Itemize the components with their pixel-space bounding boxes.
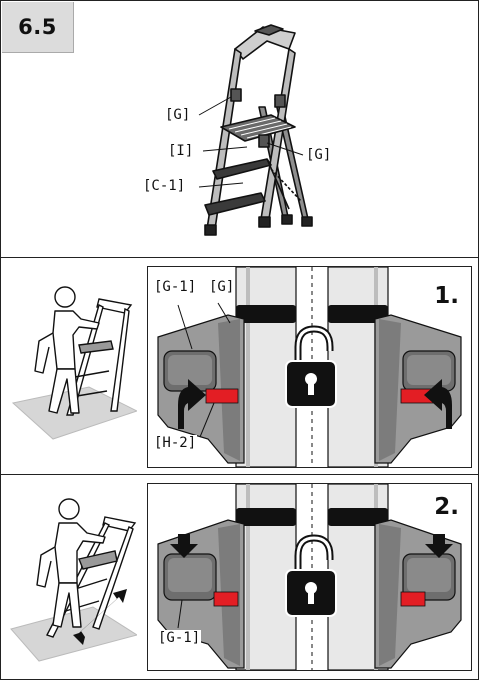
hinge-detail-illustration-1	[157, 267, 462, 467]
step-2-detail-panel: [G-1] 2.	[147, 483, 472, 671]
label-g-top: [G]	[164, 107, 192, 123]
open-padlock-icon	[285, 325, 337, 408]
curved-arrow-up-icon	[424, 379, 452, 429]
step-2-number: 2.	[434, 494, 459, 520]
down-arrow-icon	[425, 534, 453, 558]
ladder-icon	[204, 24, 313, 236]
label-h2-step1: [H-2]	[153, 435, 198, 451]
step-1-detail-panel: [G-1] [G] [H-2] 1.	[147, 266, 472, 468]
person-icon	[34, 286, 100, 414]
label-g1-step1: [G-1]	[153, 279, 198, 295]
floor-area	[10, 606, 137, 662]
curved-arrow-up-icon	[178, 379, 206, 429]
red-latch-right	[400, 591, 426, 607]
section-number-badge: 6.5	[2, 2, 74, 53]
hinge-detail-illustration-2	[157, 484, 462, 670]
label-c1: [C-1]	[142, 178, 187, 194]
divider-middle	[1, 474, 478, 475]
red-latch-left	[205, 388, 239, 404]
double-headed-arrow-icon	[73, 589, 127, 645]
label-i: [I]	[167, 143, 195, 159]
divider-top	[1, 257, 478, 258]
down-arrow-icon	[170, 534, 198, 558]
step-1-number: 1.	[434, 283, 459, 309]
open-padlock-icon	[285, 534, 337, 617]
red-latch-left	[213, 591, 239, 607]
label-g-right: [G]	[305, 147, 333, 163]
label-g-step1: [G]	[208, 279, 236, 295]
label-g1-step2: [G-1]	[157, 630, 202, 646]
person-ladder-illustration-2	[10, 498, 137, 662]
section-number: 6.5	[18, 15, 57, 39]
person-icon	[36, 498, 106, 628]
ladder-overview-illustration	[198, 24, 313, 236]
person-ladder-illustration-1	[11, 286, 137, 440]
